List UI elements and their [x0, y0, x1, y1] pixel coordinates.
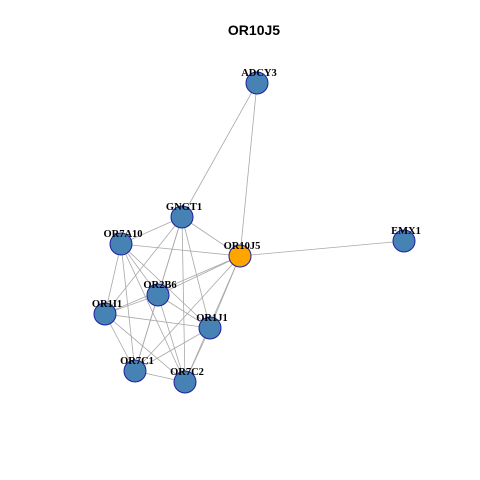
- node-label-or7c2: OR7C2: [170, 367, 204, 378]
- node-or1j1: [198, 316, 222, 340]
- edge-adcy3-or10j5: [239, 82, 258, 257]
- node-or7a10: [109, 232, 133, 256]
- edge-or2b6-or7c2: [157, 294, 186, 383]
- node-adcy3: [245, 71, 269, 95]
- edge-adcy3-gngt1: [181, 82, 258, 218]
- node-label-adcy3: ADCY3: [241, 68, 277, 79]
- edge-gngt1-or7c2: [181, 216, 186, 383]
- edge-or10j5-or2b6: [157, 255, 241, 296]
- node-label-or1j1: OR1J1: [196, 313, 228, 324]
- edge-or1j1-or7c1: [134, 327, 211, 372]
- graph-title: OR10J5: [228, 22, 280, 38]
- edge-or7a10-or10j5: [120, 243, 241, 257]
- node-or2b6: [146, 283, 170, 307]
- node-label-emx1: EMX1: [391, 226, 421, 237]
- edge-or10j5-or1i1: [104, 255, 241, 315]
- edges-layer: [104, 82, 405, 383]
- edge-or7a10-or1i1: [104, 243, 122, 315]
- edge-or7a10-or1j1: [120, 243, 211, 329]
- edge-gngt1-or10j5: [181, 216, 241, 257]
- node-label-or1i1: OR1I1: [92, 299, 122, 310]
- node-label-or7c1: OR7C1: [120, 356, 154, 367]
- node-or10j5: [228, 244, 252, 268]
- node-gngt1: [170, 205, 194, 229]
- node-label-or10j5: OR10J5: [224, 241, 261, 252]
- edge-or2b6-or7c1: [134, 294, 159, 372]
- node-emx1: [392, 229, 416, 253]
- node-or7c2: [173, 370, 197, 394]
- edge-or1i1-or7c2: [104, 313, 186, 383]
- edge-or10j5-emx1: [239, 240, 405, 257]
- node-or7c1: [123, 359, 147, 383]
- edge-or1i1-or1j1: [104, 313, 211, 329]
- edge-or7a10-or7c2: [120, 243, 186, 383]
- node-or1i1: [93, 302, 117, 326]
- node-label-gngt1: GNGT1: [166, 202, 202, 213]
- nodes-layer: [93, 71, 416, 394]
- edge-gngt1-or1j1: [181, 216, 211, 329]
- node-label-or2b6: OR2B6: [143, 280, 176, 291]
- edge-or7a10-or7c1: [120, 243, 136, 372]
- node-label-or7a10: OR7A10: [103, 229, 142, 240]
